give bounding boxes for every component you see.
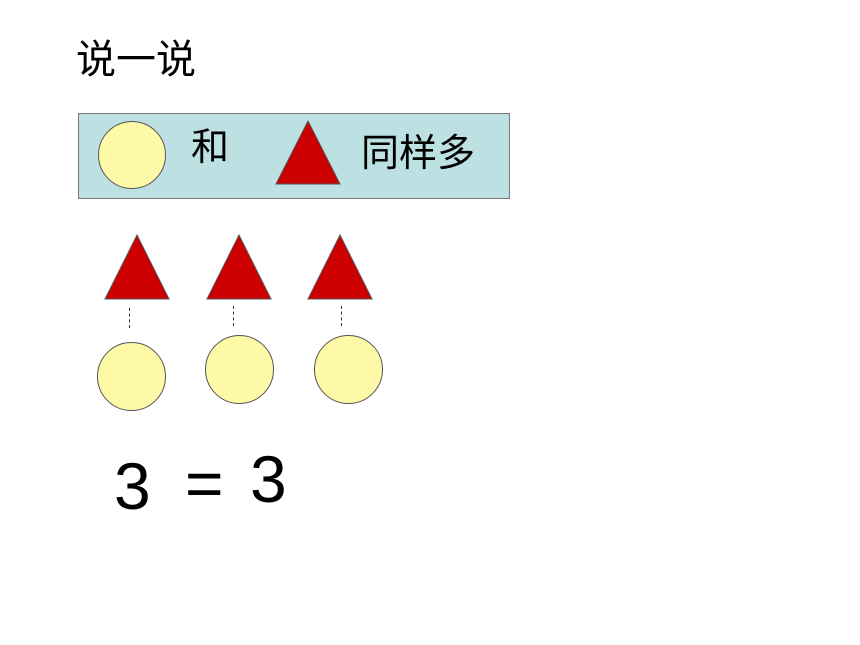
- same-amount-text: 同样多: [361, 131, 476, 175]
- slide-title: 说一说: [76, 37, 196, 83]
- triangle-icon: [205, 233, 273, 304]
- circle-icon: [97, 342, 166, 411]
- equals-sign: =: [185, 446, 224, 520]
- circle-icon: [314, 335, 383, 404]
- match-line: [129, 308, 130, 328]
- triangle-icon: [274, 119, 342, 189]
- triangle-icon: [306, 233, 374, 304]
- match-line: [341, 306, 342, 326]
- circle-icon: [98, 121, 166, 189]
- connector-text: 和: [191, 125, 230, 169]
- statement-box: 和 同样多: [78, 113, 510, 199]
- circle-icon: [205, 335, 274, 404]
- equation-right-number: 3: [250, 442, 287, 516]
- equation-left-number: 3: [114, 449, 151, 523]
- triangle-icon: [103, 233, 171, 304]
- match-line: [233, 306, 234, 326]
